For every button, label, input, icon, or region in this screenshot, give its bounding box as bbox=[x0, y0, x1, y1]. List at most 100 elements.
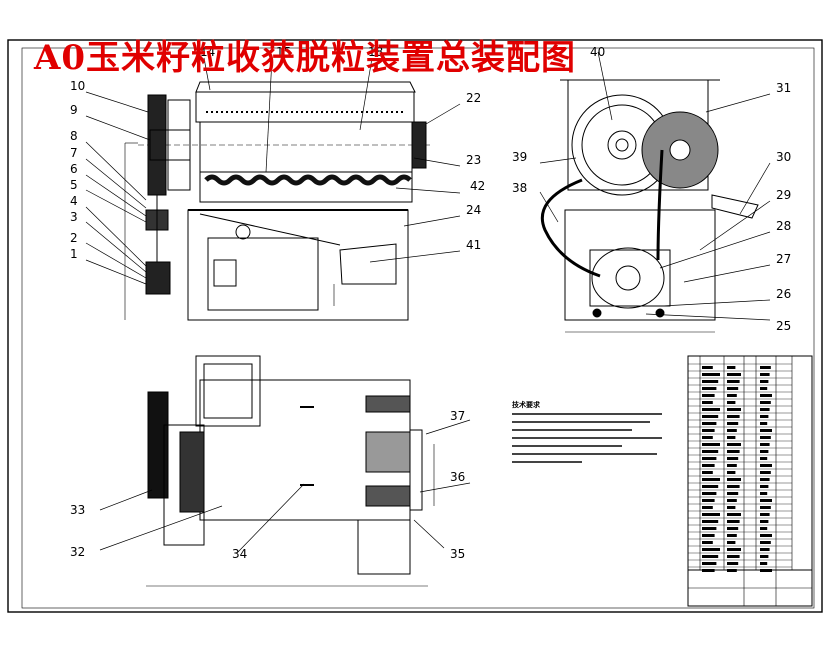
callout-2: 2 bbox=[70, 231, 78, 245]
parts-list-entry bbox=[702, 562, 717, 565]
parts-list-entry bbox=[727, 499, 737, 502]
parts-list-entry bbox=[760, 429, 772, 432]
callout-4: 4 bbox=[70, 194, 78, 208]
parts-list-entry bbox=[727, 520, 740, 523]
parts-list-entry bbox=[702, 513, 720, 516]
callout-1: 1 bbox=[70, 247, 78, 261]
parts-list-entry bbox=[760, 527, 768, 530]
parts-list-entry bbox=[702, 366, 713, 369]
technical-note-line bbox=[512, 413, 662, 415]
parts-list-entry bbox=[760, 436, 771, 439]
parts-list-entry bbox=[760, 401, 771, 404]
technical-note-line bbox=[512, 421, 650, 423]
callout-25: 25 bbox=[776, 319, 791, 333]
technical-note-line bbox=[512, 445, 622, 447]
parts-list-entry bbox=[727, 415, 740, 418]
parts-list-entry bbox=[702, 457, 717, 460]
callout-24: 24 bbox=[466, 203, 481, 217]
parts-list-entry bbox=[727, 366, 736, 369]
parts-list-entry bbox=[727, 394, 737, 397]
parts-list-entry bbox=[702, 527, 717, 530]
callout-10: 10 bbox=[70, 79, 85, 93]
parts-list-entry bbox=[702, 380, 719, 383]
parts-list-entry bbox=[760, 450, 769, 453]
parts-list-entry bbox=[702, 373, 720, 376]
parts-list-entry bbox=[702, 534, 715, 537]
parts-list-entry bbox=[727, 534, 737, 537]
parts-list-entry bbox=[702, 478, 720, 481]
parts-list-entry bbox=[702, 408, 720, 411]
parts-list-entry bbox=[727, 401, 736, 404]
callout-26: 26 bbox=[776, 287, 791, 301]
callouts: 10 9 8 7 6 5 4 3 2 1 14 15 18 22 23 42 2… bbox=[70, 45, 791, 561]
parts-list-entry bbox=[702, 429, 715, 432]
parts-list-entry bbox=[760, 534, 772, 537]
parts-list-entry bbox=[727, 436, 736, 439]
parts-list-entry bbox=[760, 555, 769, 558]
parts-list-entry bbox=[702, 569, 715, 572]
parts-list-entry bbox=[702, 401, 713, 404]
callout-7: 7 bbox=[70, 146, 78, 160]
parts-list-entry bbox=[702, 492, 717, 495]
parts-list-entry bbox=[702, 422, 717, 425]
callout-33: 33 bbox=[70, 503, 85, 517]
technical-note-line bbox=[512, 453, 657, 455]
parts-list-entry bbox=[702, 499, 715, 502]
parts-list-entry bbox=[702, 436, 713, 439]
parts-list-entry bbox=[702, 555, 719, 558]
callout-3: 3 bbox=[70, 210, 78, 224]
callout-8: 8 bbox=[70, 129, 78, 143]
callout-23: 23 bbox=[466, 153, 481, 167]
drawing-border bbox=[7, 39, 823, 613]
parts-list-entry bbox=[760, 478, 770, 481]
parts-list-entry bbox=[702, 464, 715, 467]
parts-list-entry bbox=[760, 548, 770, 551]
callout-37: 37 bbox=[450, 409, 465, 423]
parts-list-entry bbox=[727, 527, 739, 530]
callout-5: 5 bbox=[70, 178, 78, 192]
parts-list-entry bbox=[702, 541, 713, 544]
parts-list-entry bbox=[727, 429, 737, 432]
parts-list-entry bbox=[727, 408, 741, 411]
parts-list-entry bbox=[727, 387, 739, 390]
parts-list-entry bbox=[760, 471, 771, 474]
callout-28: 28 bbox=[776, 219, 791, 233]
callout-30: 30 bbox=[776, 150, 791, 164]
parts-list-entry bbox=[702, 471, 713, 474]
callout-15: 15 bbox=[276, 45, 291, 59]
parts-list-entry bbox=[727, 422, 739, 425]
parts-list-entry bbox=[702, 485, 719, 488]
parts-list-entry bbox=[702, 415, 719, 418]
parts-list-entry bbox=[727, 541, 736, 544]
parts-list-entry bbox=[727, 457, 739, 460]
parts-list-entry bbox=[760, 520, 769, 523]
drawing-title: A0玉米籽粒收获脱粒装置总装配图 bbox=[34, 38, 577, 78]
technical-note-line bbox=[512, 437, 662, 439]
callout-14: 14 bbox=[200, 45, 215, 59]
technical-note-line bbox=[512, 461, 582, 463]
parts-list-entry bbox=[702, 506, 713, 509]
parts-list-entry bbox=[727, 380, 740, 383]
parts-list-entry bbox=[727, 492, 739, 495]
parts-list-entry bbox=[727, 555, 740, 558]
parts-list-entry bbox=[760, 366, 771, 369]
callout-32: 32 bbox=[70, 545, 85, 559]
callout-38: 38 bbox=[512, 181, 527, 195]
callout-18: 18 bbox=[368, 45, 383, 59]
technical-note-line bbox=[512, 429, 632, 431]
callout-9: 9 bbox=[70, 103, 78, 117]
side-view bbox=[540, 79, 759, 333]
parts-list-entry bbox=[760, 443, 770, 446]
technical-requirements: 技术要求 bbox=[512, 400, 672, 469]
parts-list-entry bbox=[760, 457, 768, 460]
parts-list-entry bbox=[702, 394, 715, 397]
parts-list-entry bbox=[760, 506, 771, 509]
parts-list-entry bbox=[727, 548, 741, 551]
parts-list-entry bbox=[727, 450, 740, 453]
parts-list-entry bbox=[702, 443, 720, 446]
callout-22: 22 bbox=[466, 91, 481, 105]
callout-35: 35 bbox=[450, 547, 465, 561]
parts-list-entry bbox=[727, 478, 741, 481]
parts-list-entry bbox=[727, 373, 741, 376]
